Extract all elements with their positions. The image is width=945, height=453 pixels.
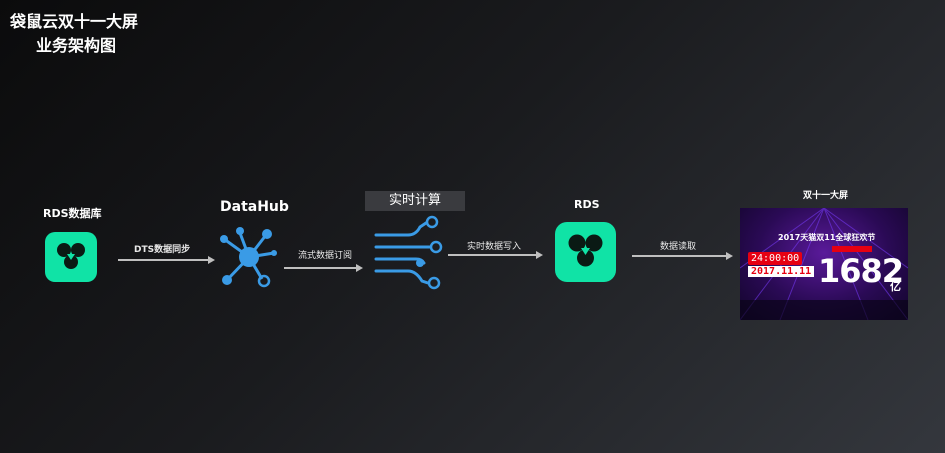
title-line-2: 业务架构图: [36, 36, 117, 55]
rds-target-label: RDS: [574, 198, 600, 211]
datahub-icon: [220, 227, 277, 288]
edge-label-dts-sync: DTS数据同步: [134, 245, 191, 255]
title-line-1: 袋鼠云双十一大屏: [10, 12, 139, 31]
rds-icon: [45, 232, 97, 282]
diagram-title: 袋鼠云双十一大屏 业务架构图: [10, 10, 160, 58]
screen-label: 双十一大屏: [803, 191, 849, 201]
arrow-stream-subscribe: [284, 264, 363, 272]
edge-label-data-read: 数据读取: [660, 242, 697, 252]
screen-countdown: 24:00:00: [748, 252, 803, 265]
stream-compute-icon: [374, 215, 443, 290]
screen-tag: [832, 246, 872, 252]
compute-label: 实时计算: [365, 191, 465, 211]
rds-icon: [555, 222, 616, 282]
screen-date: 2017.11.11: [748, 266, 815, 277]
light-rays: [740, 208, 908, 320]
screen-banner: 2017天猫双11全球狂欢节: [778, 233, 876, 242]
screen-gmv-unit: 亿: [890, 280, 901, 293]
dashboard-screenshot: 2017天猫双11全球狂欢节 24:00:00 2017.11.11 1682 …: [740, 208, 908, 320]
arrow-data-read: [632, 252, 733, 260]
arrow-realtime-write: [448, 251, 543, 259]
edge-label-realtime-write: 实时数据写入: [467, 242, 522, 252]
rds-source-label: RDS数据库: [43, 207, 102, 220]
datahub-label: DataHub: [220, 199, 289, 215]
screen-gmv-value: 1682: [818, 252, 904, 290]
edge-label-stream-subscribe: 流式数据订阅: [298, 251, 353, 261]
arrow-dts-sync: [118, 256, 215, 264]
